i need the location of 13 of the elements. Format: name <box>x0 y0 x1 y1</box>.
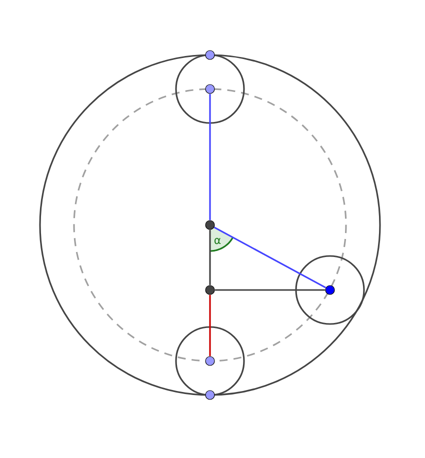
point <box>205 50 215 60</box>
line-segment <box>214 226 326 288</box>
point <box>205 390 215 400</box>
point <box>205 220 215 230</box>
point <box>205 285 215 295</box>
point <box>205 84 215 94</box>
line-segment <box>214 289 326 291</box>
angle-label: α <box>214 238 221 244</box>
point <box>325 285 335 295</box>
line-segment <box>209 94 211 220</box>
line-segment <box>209 230 211 286</box>
line-segment <box>209 294 211 356</box>
point <box>205 356 215 366</box>
